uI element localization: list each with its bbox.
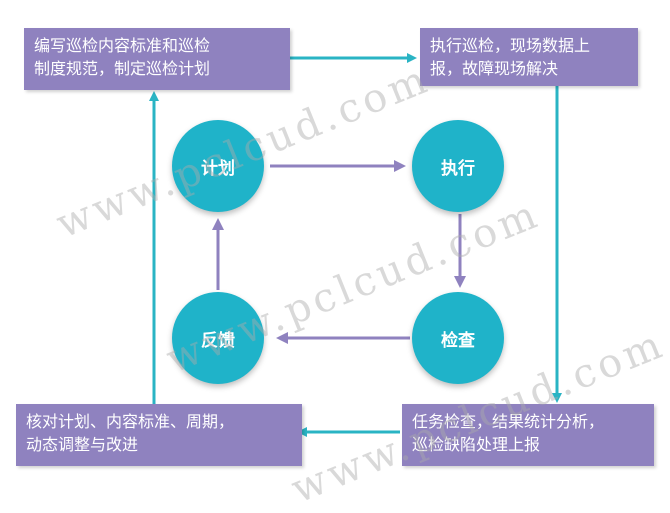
box-top-left-line-1: 编写巡检内容标准和巡检 — [34, 36, 211, 55]
flow-arrows — [149, 53, 562, 437]
box-top-right-line-2: 报，故障现场解决 — [430, 59, 559, 78]
box-top-left-line-2: 制度规范，制定巡检计划 — [34, 59, 211, 78]
circle-plan: 计划 — [172, 120, 264, 212]
box-bottom-left: 核对计划、内容标准、周期， 动态调整与改进 — [16, 404, 302, 466]
circle-check: 检查 — [412, 292, 504, 384]
box-top-left: 编写巡检内容标准和巡检 制度规范，制定巡检计划 — [24, 28, 290, 90]
box-bottom-right-line-2: 巡检缺陷处理上报 — [412, 435, 541, 454]
box-bottom-left-line-2: 动态调整与改进 — [26, 435, 139, 454]
box-bottom-right-line-1: 任务检查，结果统计分析， — [412, 412, 605, 431]
box-top-right-line-1: 执行巡检，现场数据上 — [430, 36, 591, 55]
circle-execute: 执行 — [412, 120, 504, 212]
box-bottom-right: 任务检查，结果统计分析， 巡检缺陷处理上报 — [402, 404, 654, 466]
circle-feedback: 反馈 — [172, 292, 264, 384]
box-bottom-left-line-1: 核对计划、内容标准、周期， — [26, 412, 235, 431]
box-top-right: 执行巡检，现场数据上 报，故障现场解决 — [420, 28, 638, 86]
